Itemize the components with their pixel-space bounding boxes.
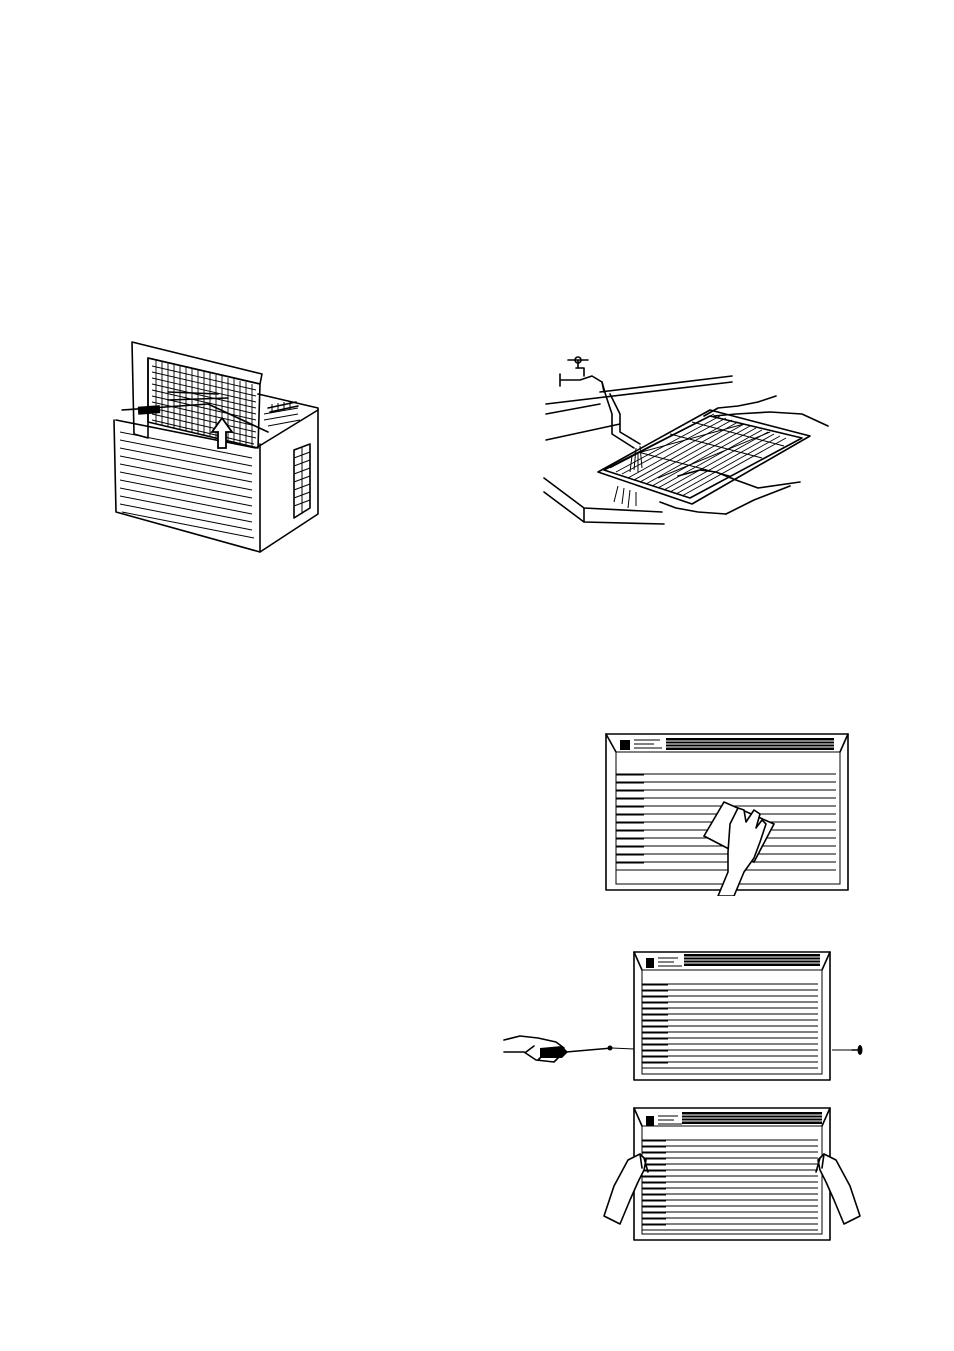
grille-louvres — [642, 1140, 818, 1230]
front-louvres — [120, 432, 254, 538]
side-vent — [294, 444, 310, 518]
screwdriver-icon — [540, 1046, 634, 1059]
figure-front-grille-wiping — [604, 732, 850, 896]
logo-mark — [620, 740, 630, 750]
logo-mark — [646, 1116, 654, 1126]
grille-louvres — [642, 984, 818, 1068]
screwdriver-removing-screws-illustration — [500, 948, 866, 1086]
air-conditioner-filter-lift-illustration — [108, 336, 330, 558]
figure-front-panel-removal — [600, 1106, 864, 1246]
figure-screw-removal — [500, 948, 866, 1086]
figure-filter-washing — [540, 352, 840, 528]
filter-under-faucet-illustration — [540, 352, 840, 528]
left-hand-icon — [604, 1154, 648, 1224]
figure-filter-removal — [108, 336, 330, 558]
screw-icon — [832, 1045, 863, 1055]
cloth-wiping-grille-illustration — [604, 732, 850, 896]
right-hand-icon — [816, 1154, 860, 1224]
filter-mesh — [132, 342, 262, 448]
logo-mark — [646, 958, 654, 968]
hands-pulling-front-panel-illustration — [600, 1106, 864, 1246]
